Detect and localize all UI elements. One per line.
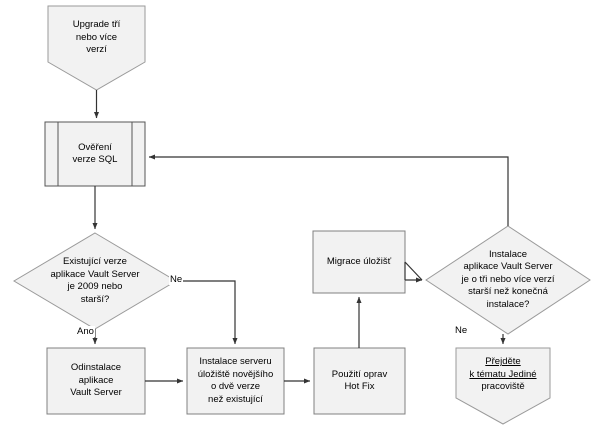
shape-start-pentagon — [47, 5, 146, 91]
edge-label-ano-left: Ano — [76, 326, 95, 337]
edge-label-ne-left: Ne — [169, 274, 184, 285]
connector-migrate-to-decision — [404, 261, 423, 283]
shape-apply-hotfix-rect — [313, 347, 406, 415]
shape-decision-three-or-more-diamond — [425, 225, 591, 335]
shape-uninstall-vault-rect — [46, 347, 146, 415]
shape-decision-existing-version-diamond — [13, 232, 177, 330]
shape-verify-sql-predefined-process — [44, 121, 146, 187]
edge-label-ne-right: Ne — [454, 325, 469, 336]
shape-install-storage-server-rect — [186, 347, 285, 415]
shape-migrate-storage-rect — [312, 230, 406, 294]
connector-decision-back-to-verify — [148, 154, 509, 226]
connector-decision-ne-to-install — [176, 280, 238, 345]
shape-goto-single-site-pentagon — [455, 347, 551, 425]
